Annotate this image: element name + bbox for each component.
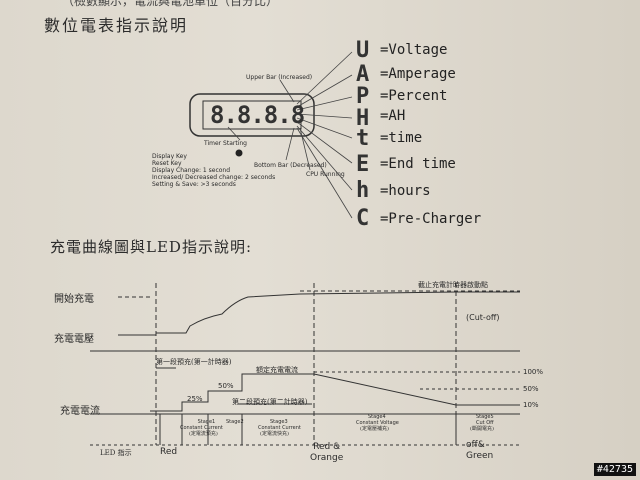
right-50-label: 50% xyxy=(523,385,539,393)
cpu-running-label: CPU Running xyxy=(306,171,345,178)
section-title-charging-curve: 充電曲線圖與LED指示說明: xyxy=(50,238,252,256)
stage3-block: Stage3 Constant Current (定電流快充) xyxy=(258,419,301,437)
led-off-line2: Green xyxy=(466,451,494,461)
note-inc-dec-change: Increased/ Decreased change: 2 seconds xyxy=(152,174,276,181)
legend-text-time: =time xyxy=(380,130,423,146)
timer-starting-label: Timer Starting xyxy=(204,140,247,147)
page-title: 數位電表指示說明 xyxy=(44,16,189,35)
row-label-start-charge: 開始充電 xyxy=(54,294,94,305)
stage4-title: Stage4 xyxy=(368,414,386,420)
meter-digits: 8.8.8.8 xyxy=(210,101,305,129)
legend-symbol-u: U xyxy=(356,38,370,63)
stage-one-pre-label: 第一段預充(第一計時器) xyxy=(156,358,232,366)
rated-current-label: 額定充電電流 xyxy=(256,366,298,374)
cut-off-top-text: （檢數顯示，電流與電池單位（百分比） xyxy=(62,0,279,8)
led-off-green: off& Green xyxy=(466,440,493,462)
legend-text-end-time: =End time xyxy=(380,156,456,172)
row-label-voltage: 充電電壓 xyxy=(54,334,94,345)
legend-symbol-small-h: h xyxy=(356,178,370,203)
led-row-label: LED 指示 xyxy=(100,449,132,457)
pct-25-label: 25% xyxy=(187,395,203,403)
stage2-title: Stage2 xyxy=(226,419,244,425)
stage4-sub: Constant Voltage xyxy=(356,420,399,426)
led-off-line1: off& xyxy=(466,440,485,450)
legend-text-hours: =hours xyxy=(380,183,431,199)
legend-text-voltage: =Voltage xyxy=(380,42,448,58)
right-100-label: 100% xyxy=(523,368,544,376)
stage-two-pre-label: 第二段預充(第二計時器) xyxy=(232,398,308,406)
stage1-block: Stage1 Constant Current (定電流預充) xyxy=(180,419,223,437)
led-red: Red xyxy=(160,447,178,457)
legend-symbol-p: P xyxy=(356,84,370,109)
note-display-change: Display Change: 1 second xyxy=(152,167,231,174)
legend-symbol-h: H xyxy=(356,106,370,131)
cutoff-timer-label: 截止充電計時器啟動點 xyxy=(418,281,488,289)
legend-text-pre-charger: =Pre-Charger xyxy=(380,211,482,227)
stage3-cn: (定電流快充) xyxy=(260,431,289,437)
stage5-sub: Cut Off xyxy=(476,420,494,426)
led-red-orange-line2: Orange xyxy=(310,453,344,463)
upper-bar-label: Upper Bar (Increased) xyxy=(246,74,313,81)
stage1-cn: (定電流預充) xyxy=(188,431,218,437)
legend-symbol-t: t xyxy=(356,126,370,151)
stage3-title: Stage3 xyxy=(270,419,288,425)
image-id-stamp: #42735 xyxy=(593,463,636,476)
stage3-sub: Constant Current xyxy=(258,425,301,431)
led-red-orange: Red & Orange xyxy=(310,442,343,464)
note-display-key: Display Key xyxy=(152,153,187,160)
stage5-block: Stage5 Cut Off (斷開電充) xyxy=(470,414,494,432)
legend-text-amperage: =Amperage xyxy=(380,66,456,82)
cutoff-label: (Cut-off) xyxy=(466,313,500,322)
meter-window xyxy=(202,100,302,130)
row-label-current: 充電電流 xyxy=(60,406,100,417)
led-red-orange-line1: Red & xyxy=(313,442,341,452)
pct-50-label: 50% xyxy=(218,382,234,390)
stage5-title: Stage5 xyxy=(476,414,494,420)
stage5-cn: (斷開電充) xyxy=(470,426,494,432)
bottom-bar-label: Bottom Bar (Decreased) xyxy=(254,162,327,169)
stage1-title: Stage1 xyxy=(197,419,216,425)
legend-text-ah: =AH xyxy=(380,108,406,124)
legend-text-percent: =Percent xyxy=(380,88,448,104)
meter-notes: Display Key Reset Key Display Change: 1 … xyxy=(152,153,275,188)
stage1-sub: Constant Current xyxy=(180,425,223,431)
right-10-label: 10% xyxy=(523,401,539,409)
note-setting-save: Setting & Save: >3 seconds xyxy=(152,181,236,188)
stage4-cn: (定電壓補充) xyxy=(360,426,389,432)
legend-symbol-e: E xyxy=(356,152,370,177)
stage4-block: Stage4 Constant Voltage (定電壓補充) xyxy=(356,414,399,432)
reset-key-dot xyxy=(235,149,243,157)
legend-symbol-a: A xyxy=(356,62,370,87)
legend-symbol-c: C xyxy=(356,206,370,231)
note-reset-key: Reset Key xyxy=(152,160,182,167)
